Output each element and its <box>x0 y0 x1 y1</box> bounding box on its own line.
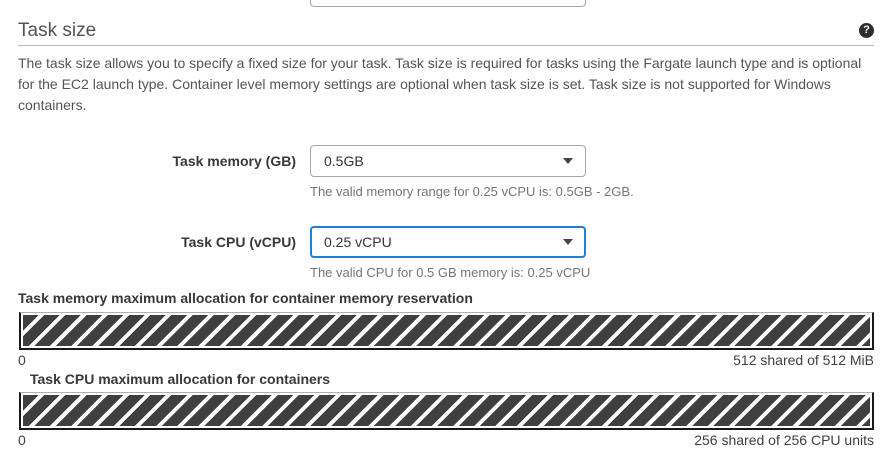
task-cpu-value: 0.25 vCPU <box>324 234 392 250</box>
task-cpu-label: Task CPU (vCPU) <box>181 234 296 250</box>
task-memory-value: 0.5GB <box>324 153 364 169</box>
cpu-allocation-bar-fill <box>23 395 870 426</box>
help-icon[interactable]: ? <box>859 23 874 38</box>
cpu-allocation-bar-min: 0 <box>18 432 26 448</box>
cpu-allocation-bar <box>19 392 874 430</box>
task-cpu-select[interactable]: 0.25 vCPU <box>310 226 586 258</box>
cpu-allocation-bar-label: Task CPU maximum allocation for containe… <box>30 371 331 387</box>
memory-allocation-bar-summary: 512 shared of 512 MiB <box>733 352 874 368</box>
cpu-allocation-bar-meta: 0 256 shared of 256 CPU units <box>18 432 874 448</box>
memory-allocation-bar-meta: 0 512 shared of 512 MiB <box>18 352 874 368</box>
section-description: The task size allows you to specify a fi… <box>18 55 862 113</box>
task-cpu-helper: The valid CPU for 0.5 GB memory is: 0.25… <box>310 265 591 280</box>
memory-allocation-bar <box>19 312 874 350</box>
previous-field-partial[interactable] <box>310 0 586 7</box>
memory-allocation-bar-fill <box>23 315 870 346</box>
chevron-down-icon <box>563 158 573 164</box>
memory-allocation-bar-min: 0 <box>18 352 26 368</box>
memory-allocation-bar-label: Task memory maximum allocation for conta… <box>18 290 473 306</box>
chevron-down-icon <box>563 239 573 245</box>
task-memory-helper: The valid memory range for 0.25 vCPU is:… <box>310 184 634 199</box>
section-divider <box>18 45 874 46</box>
section-title: Task size <box>18 20 97 41</box>
cpu-allocation-bar-summary: 256 shared of 256 CPU units <box>694 432 874 448</box>
task-memory-select[interactable]: 0.5GB <box>310 145 586 177</box>
task-memory-label: Task memory (GB) <box>172 153 296 169</box>
